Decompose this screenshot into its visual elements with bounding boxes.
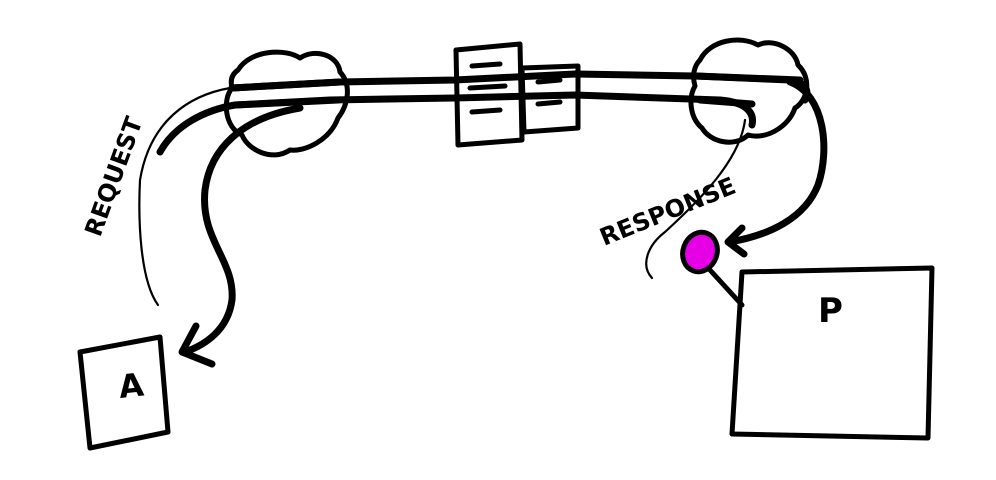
left-cloud-icon: [223, 49, 350, 158]
request-pipe-guide: [138, 86, 232, 307]
response-arrow: [726, 78, 828, 246]
response-label: RESPONSE: [596, 172, 740, 252]
request-label: REQUEST: [79, 113, 148, 240]
middle-server-icon: [453, 41, 581, 148]
right-cloud-icon: [688, 37, 810, 145]
request-arrowhead: [178, 322, 216, 368]
response-arrowhead: [724, 224, 748, 258]
node-a-box: A: [77, 334, 171, 451]
node-a-label: A: [117, 366, 146, 406]
node-p-box: P: [729, 265, 935, 441]
response-endpoint-dot: [680, 229, 745, 308]
response-pipe-guide: [645, 118, 747, 280]
request-arrow: [181, 104, 304, 356]
node-p-label: P: [818, 291, 843, 331]
